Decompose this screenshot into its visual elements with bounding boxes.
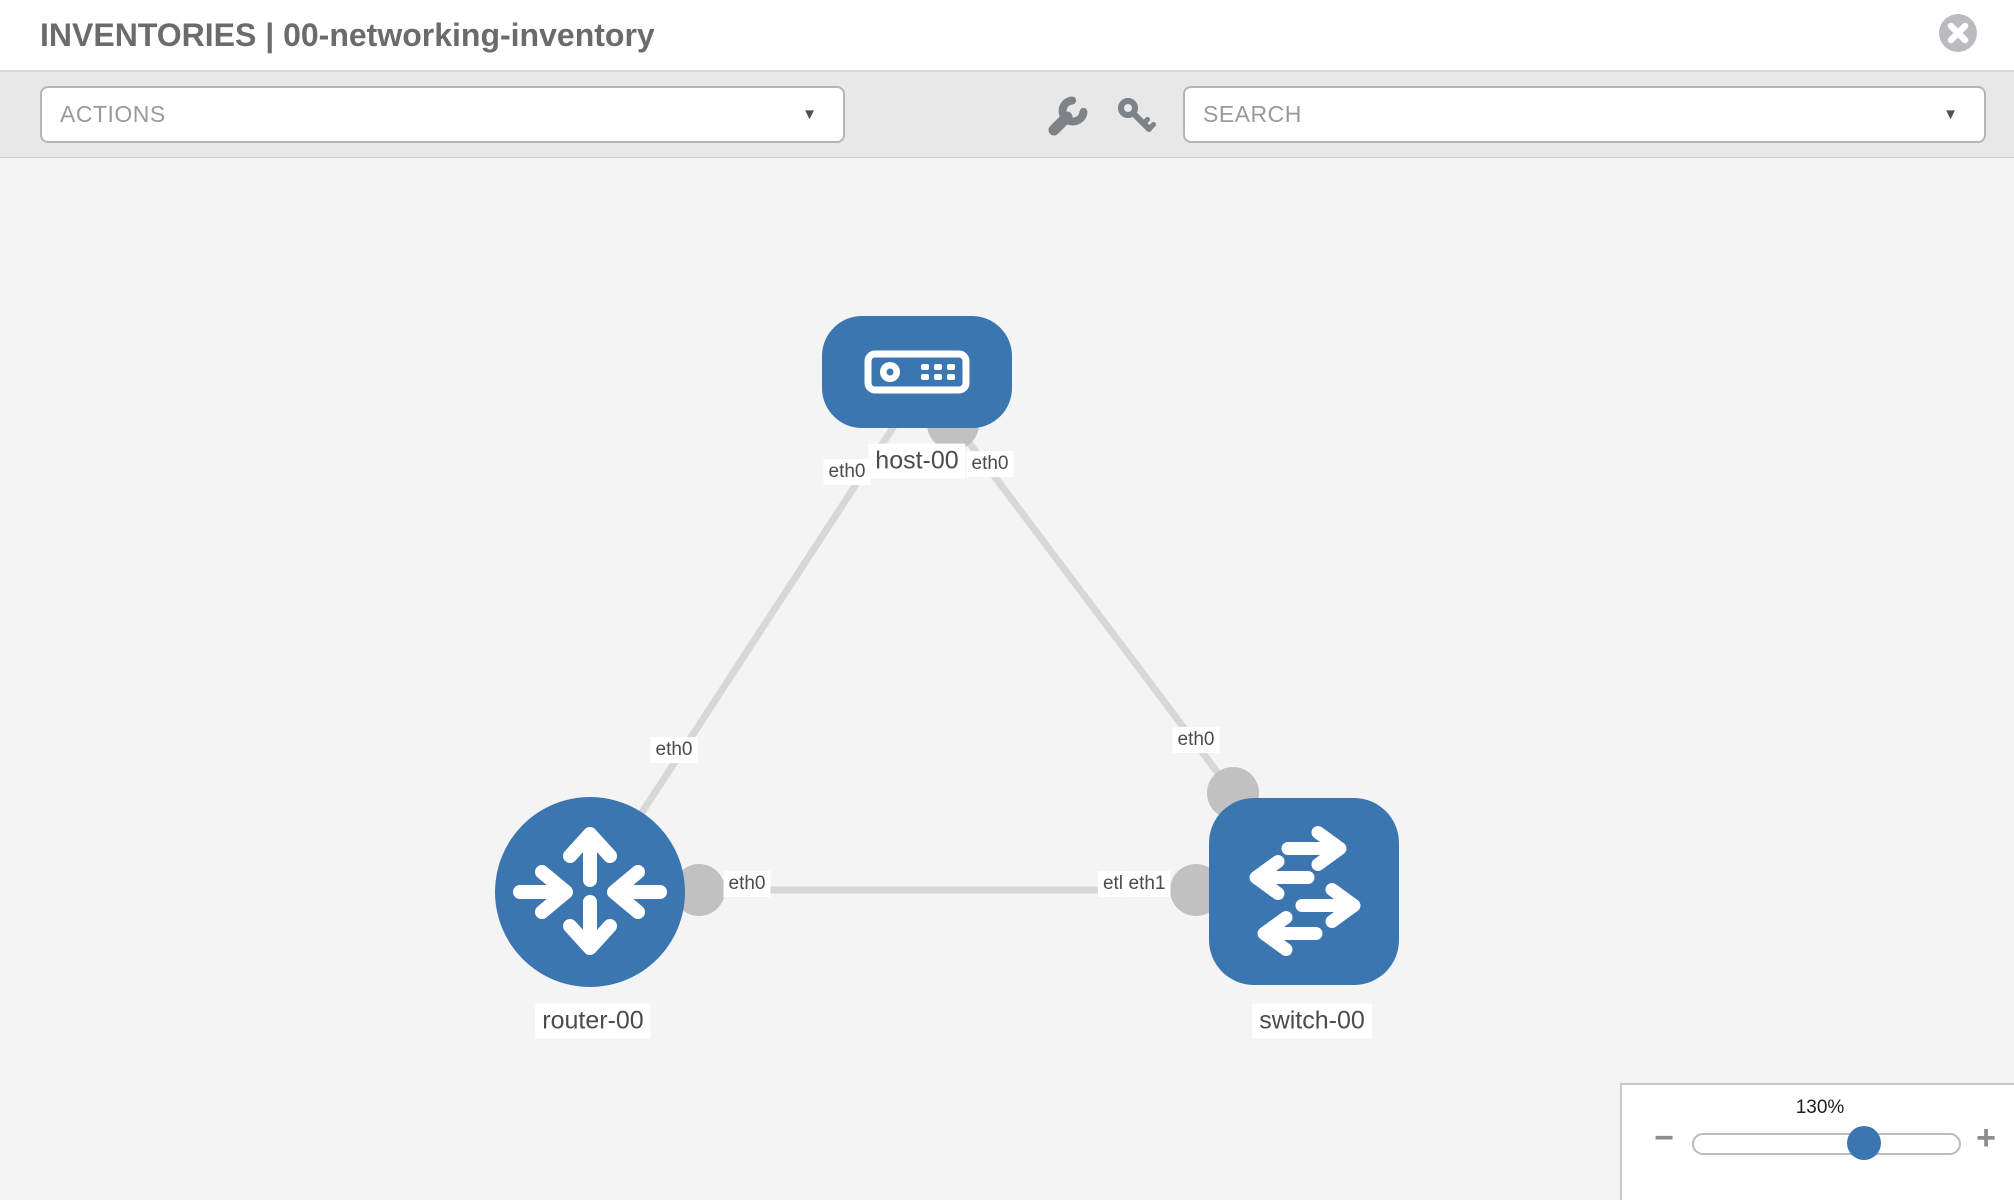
close-button[interactable] [1938, 13, 1978, 53]
wrench-icon [1048, 96, 1088, 136]
link-host-00-router-00[interactable] [638, 418, 901, 816]
key-icon [1118, 98, 1156, 132]
toolbar: ACTIONS ▼ SEARCH ▼ [0, 72, 2014, 158]
header: INVENTORIES | 00-networking-inventory [0, 0, 2014, 72]
zoom-level: 130% [1795, 1097, 1845, 1118]
zoom-panel: 130% − + [1620, 1083, 2014, 1200]
node-host-00[interactable] [822, 316, 1012, 428]
node-router-00[interactable] [495, 797, 685, 987]
node-switch-00[interactable] [1209, 798, 1399, 985]
page-title: INVENTORIES | 00-networking-inventory [40, 17, 655, 53]
chevron-down-icon: ▼ [1943, 106, 1958, 123]
zoom-slider[interactable] [1692, 1126, 1961, 1160]
search-dropdown[interactable]: SEARCH ▼ [1183, 86, 1986, 143]
interface-dot [673, 864, 725, 916]
zoom-out-button[interactable]: − [1654, 1119, 1674, 1157]
zoom-in-button[interactable]: + [1976, 1119, 1996, 1157]
key-button[interactable] [1114, 94, 1158, 138]
x-circle-icon [1939, 14, 1977, 52]
zoom-slider-row: − + [1622, 1119, 2014, 1165]
wrench-button[interactable] [1046, 94, 1090, 138]
search-dropdown-label: SEARCH [1203, 101, 1302, 127]
zoom-slider-thumb[interactable] [1846, 1126, 1881, 1160]
actions-dropdown-label: ACTIONS [60, 101, 166, 127]
chevron-down-icon: ▼ [802, 106, 817, 123]
actions-dropdown[interactable]: ACTIONS ▼ [40, 86, 845, 143]
link-host-00-switch-00[interactable] [949, 417, 1236, 796]
